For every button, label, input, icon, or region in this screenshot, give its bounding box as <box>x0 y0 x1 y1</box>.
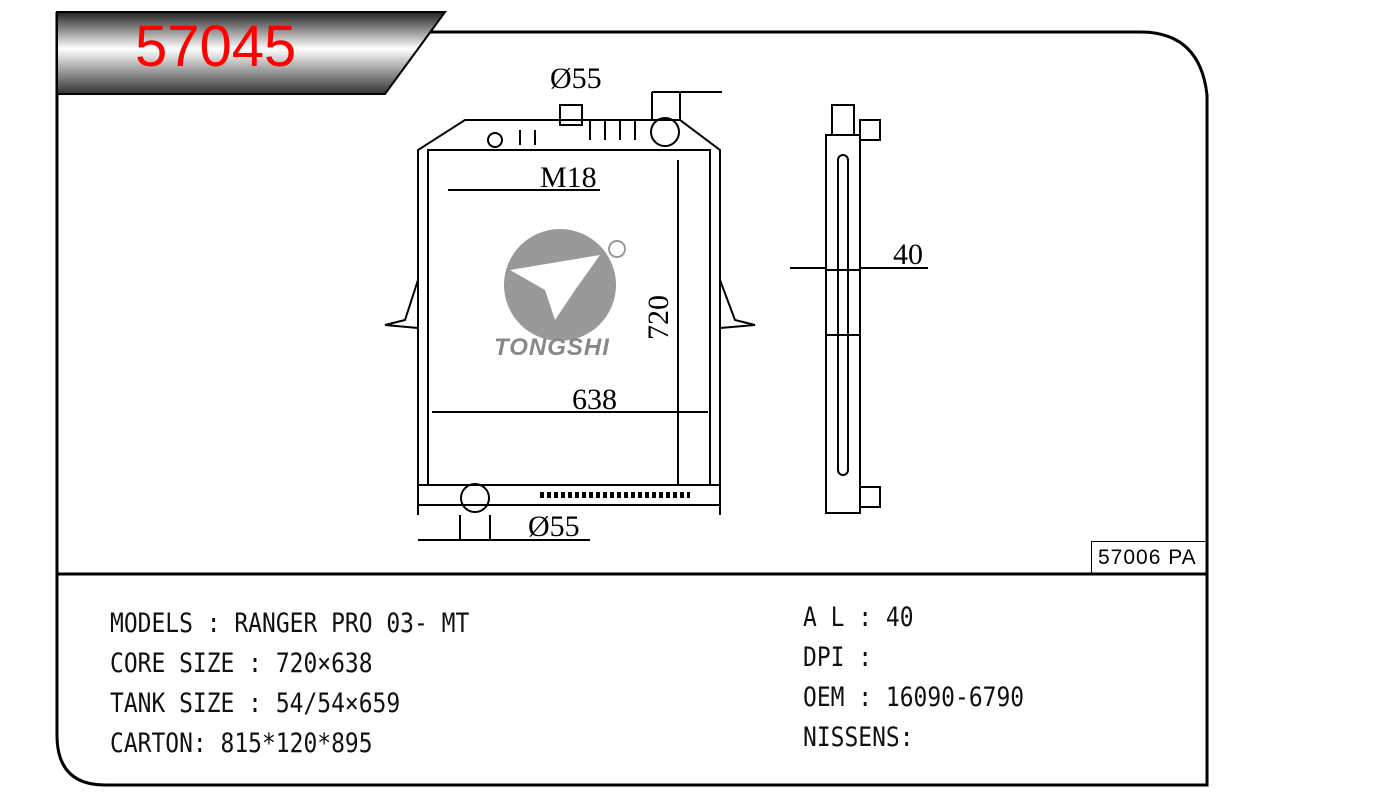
part-number: 57045 <box>135 14 297 79</box>
dim-height: 720 <box>642 295 675 340</box>
dim-thickness: 40 <box>893 238 923 271</box>
spec-models: MODELS : RANGER PRO 03- MT <box>110 608 470 639</box>
dim-thread: M18 <box>540 161 597 194</box>
spec-core-size: CORE SIZE : 720×638 <box>110 648 373 679</box>
spec-al: A L : 40 <box>803 602 914 633</box>
dim-width: 638 <box>572 383 617 416</box>
radiator-side-view <box>790 104 928 514</box>
logo-text: TONGSHI <box>494 334 610 361</box>
dim-bottom-outlet: Ø55 <box>528 510 580 543</box>
dim-top-inlet: Ø55 <box>550 62 602 95</box>
spec-tank-size: TANK SIZE : 54/54×659 <box>110 688 401 719</box>
tongshi-logo <box>504 229 626 341</box>
reference-number: 57006 PA <box>1091 541 1205 573</box>
title-banner <box>56 11 447 95</box>
spec-oem: OEM : 16090-6790 <box>803 682 1025 713</box>
radiator-front-view <box>384 91 756 541</box>
spec-dpi: DPI : <box>803 642 886 673</box>
spec-nissens: NISSENS: <box>803 722 914 753</box>
spec-carton: CARTON: 815*120*895 <box>110 728 373 759</box>
